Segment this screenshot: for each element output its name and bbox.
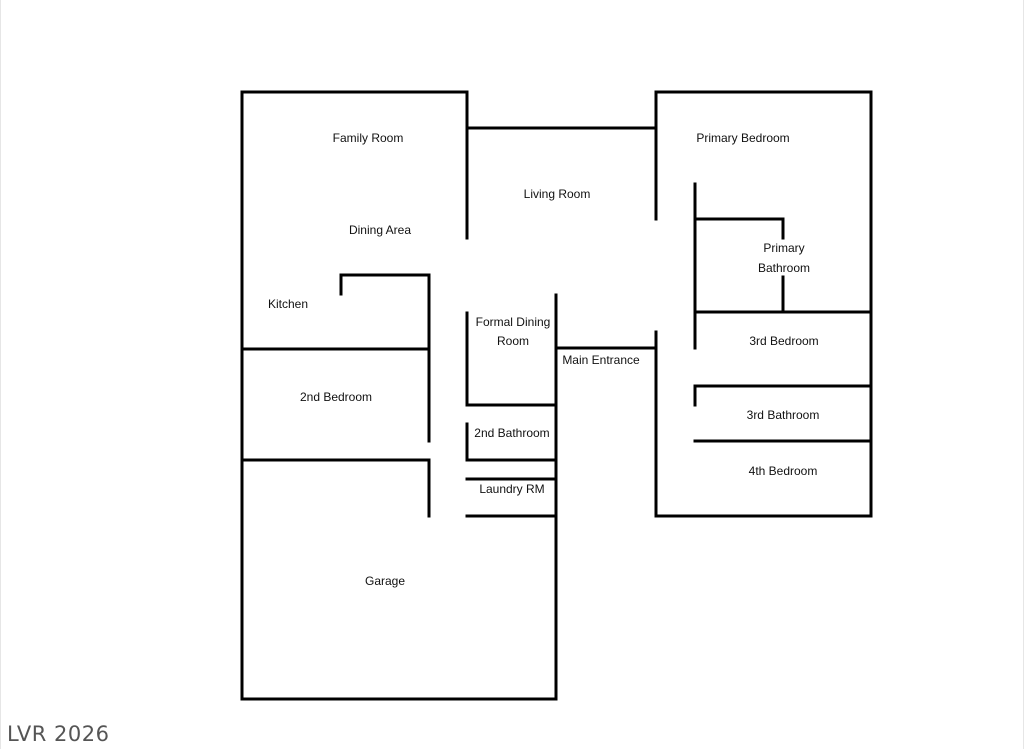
room-label-main-entrance: Main Entrance: [562, 353, 640, 367]
walls: [240, 90, 873, 701]
room-label-3rd-bathroom: 3rd Bathroom: [747, 408, 820, 422]
room-label-formal-dining-1: Formal Dining: [476, 315, 551, 329]
room-label-2nd-bedroom: 2nd Bedroom: [300, 390, 372, 404]
room-label-primary-bathroom-2: Bathroom: [758, 261, 810, 275]
room-label-4th-bedroom: 4th Bedroom: [749, 464, 818, 478]
room-label-kitchen: Kitchen: [268, 297, 308, 311]
room-labels: Family Room Living Room Primary Bedroom …: [268, 131, 819, 588]
room-label-dining-area: Dining Area: [349, 223, 411, 237]
room-label-2nd-bathroom: 2nd Bathroom: [474, 426, 549, 440]
room-label-garage: Garage: [365, 574, 405, 588]
watermark-text: LVR 2026: [7, 722, 110, 746]
room-label-living-room: Living Room: [524, 187, 591, 201]
room-label-family-room: Family Room: [333, 131, 404, 145]
room-label-primary-bedroom: Primary Bedroom: [696, 131, 789, 145]
room-label-primary-bathroom-1: Primary: [763, 241, 804, 255]
room-label-formal-dining-2: Room: [497, 334, 529, 348]
room-label-3rd-bedroom: 3rd Bedroom: [749, 334, 818, 348]
room-label-laundry-rm: Laundry RM: [479, 482, 544, 496]
